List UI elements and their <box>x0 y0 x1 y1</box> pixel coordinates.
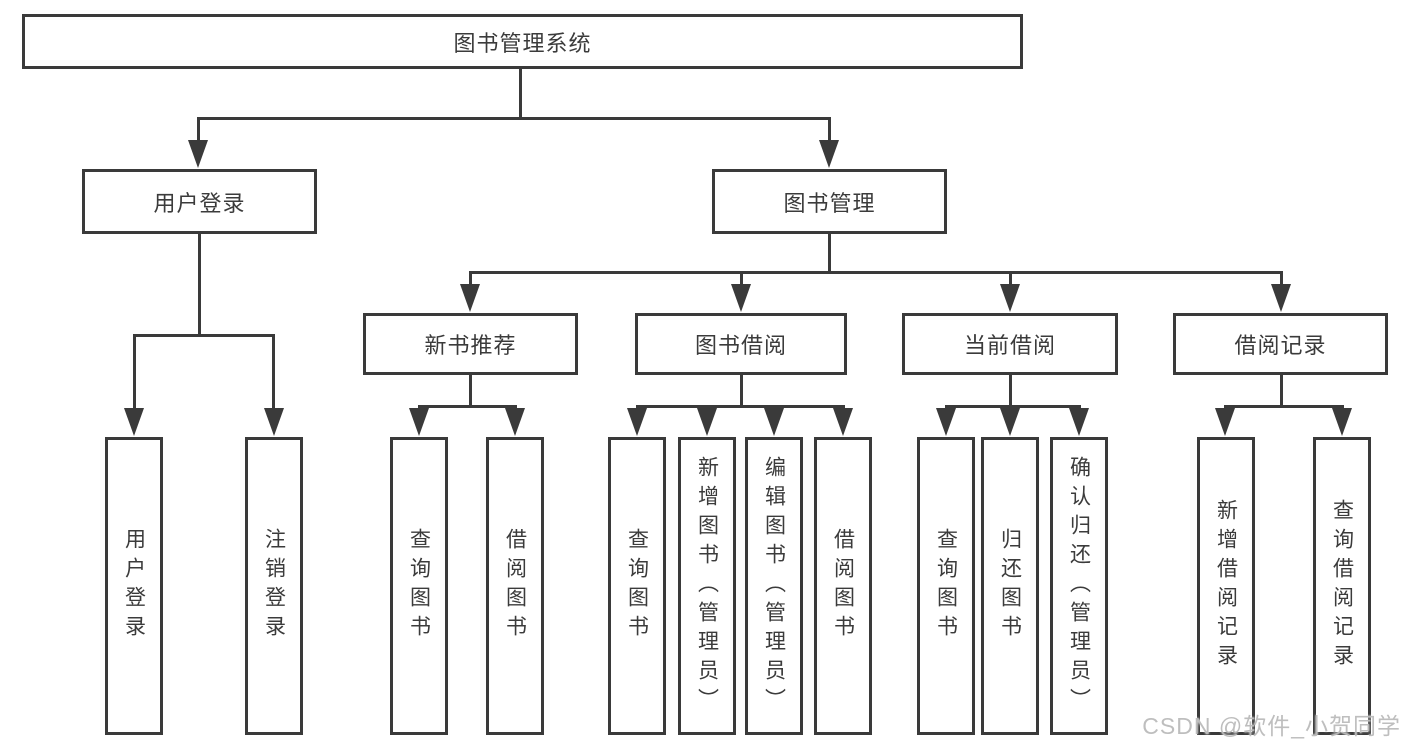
node-label: 查询图书 <box>934 528 958 644</box>
node-label: 当前借阅 <box>963 333 1056 358</box>
node-label: 用户登录 <box>122 528 146 644</box>
arrow-down-icon <box>188 140 208 168</box>
connector-line <box>197 117 831 120</box>
connector-line <box>1009 271 1012 287</box>
connector-line <box>740 271 743 287</box>
node-leaf-borrow-books-recommend: 借阅图书 <box>486 437 544 735</box>
node-leaf-logout: 注销登录 <box>245 437 303 735</box>
connector-line <box>272 334 275 412</box>
arrow-down-icon <box>1332 408 1352 436</box>
node-user-login: 用户登录 <box>82 169 317 234</box>
node-book-management: 图书管理 <box>712 169 947 234</box>
node-label: 借阅记录 <box>1234 333 1327 358</box>
connector-line <box>1224 405 1344 408</box>
arrow-down-icon <box>409 408 429 436</box>
csdn-watermark: CSDN @软件_小贺同学 <box>1142 713 1401 739</box>
connector-line <box>133 334 275 337</box>
connector-line <box>1280 375 1283 408</box>
node-label: 新增借阅记录 <box>1214 499 1238 673</box>
connector-line <box>519 68 522 118</box>
node-label: 图书借阅 <box>694 333 787 358</box>
node-label: 归还图书 <box>998 528 1022 644</box>
connector-line <box>133 334 136 412</box>
node-leaf-add-borrow-record: 新增借阅记录 <box>1197 437 1255 735</box>
arrow-down-icon <box>764 408 784 436</box>
arrow-down-icon <box>1215 408 1235 436</box>
node-label: 新增图书（管理员） <box>695 455 719 717</box>
node-leaf-query-books-recommend: 查询图书 <box>390 437 448 735</box>
node-library-management-system: 图书管理系统 <box>22 14 1023 69</box>
connector-line <box>469 271 472 287</box>
arrow-down-icon <box>124 408 144 436</box>
node-new-book-recommendation: 新书推荐 <box>363 313 578 375</box>
connector-line <box>945 405 1081 408</box>
node-label: 新书推荐 <box>424 333 517 358</box>
connector-line <box>418 405 517 408</box>
connector-line <box>740 375 743 408</box>
node-leaf-query-books: 查询图书 <box>608 437 666 735</box>
node-leaf-add-books-admin: 新增图书（管理员） <box>678 437 736 735</box>
arrow-down-icon <box>819 140 839 168</box>
node-label: 用户登录 <box>153 190 246 216</box>
node-leaf-query-books-current: 查询图书 <box>917 437 975 735</box>
arrow-down-icon <box>1271 284 1291 312</box>
node-label: 查询图书 <box>625 528 649 644</box>
node-label: 图书管理 <box>783 190 876 216</box>
node-leaf-borrow-books: 借阅图书 <box>814 437 872 735</box>
connector-line <box>828 234 831 274</box>
node-label: 查询借阅记录 <box>1330 499 1354 673</box>
node-label: 借阅图书 <box>503 528 527 644</box>
node-leaf-confirm-return-admin: 确认归还（管理员） <box>1050 437 1108 735</box>
arrow-down-icon <box>1069 408 1089 436</box>
arrow-down-icon <box>264 408 284 436</box>
arrow-down-icon <box>697 408 717 436</box>
connector-line <box>197 117 200 143</box>
node-current-borrowing: 当前借阅 <box>902 313 1118 375</box>
node-leaf-return-books: 归还图书 <box>981 437 1039 735</box>
arrow-down-icon <box>731 284 751 312</box>
connector-line <box>198 234 201 337</box>
connector-line <box>828 117 831 143</box>
connector-line <box>636 405 845 408</box>
node-label: 确认归还（管理员） <box>1067 455 1091 717</box>
arrow-down-icon <box>1000 284 1020 312</box>
node-label: 借阅图书 <box>831 528 855 644</box>
node-label: 查询图书 <box>407 528 431 644</box>
node-label: 注销登录 <box>262 528 286 644</box>
node-label: 编辑图书（管理员） <box>762 455 786 717</box>
node-leaf-query-borrow-record: 查询借阅记录 <box>1313 437 1371 735</box>
connector-line <box>469 375 472 408</box>
connector-line <box>1009 375 1012 408</box>
arrow-down-icon <box>1000 408 1020 436</box>
arrow-down-icon <box>833 408 853 436</box>
node-label: 图书管理系统 <box>453 30 592 56</box>
node-leaf-user-login: 用户登录 <box>105 437 163 735</box>
node-borrowing-records: 借阅记录 <box>1173 313 1388 375</box>
node-leaf-edit-books-admin: 编辑图书（管理员） <box>745 437 803 735</box>
arrow-down-icon <box>460 284 480 312</box>
arrow-down-icon <box>627 408 647 436</box>
node-book-borrowing: 图书借阅 <box>635 313 847 375</box>
connector-line <box>1280 271 1283 287</box>
connector-line <box>469 271 1283 274</box>
arrow-down-icon <box>936 408 956 436</box>
arrow-down-icon <box>505 408 525 436</box>
